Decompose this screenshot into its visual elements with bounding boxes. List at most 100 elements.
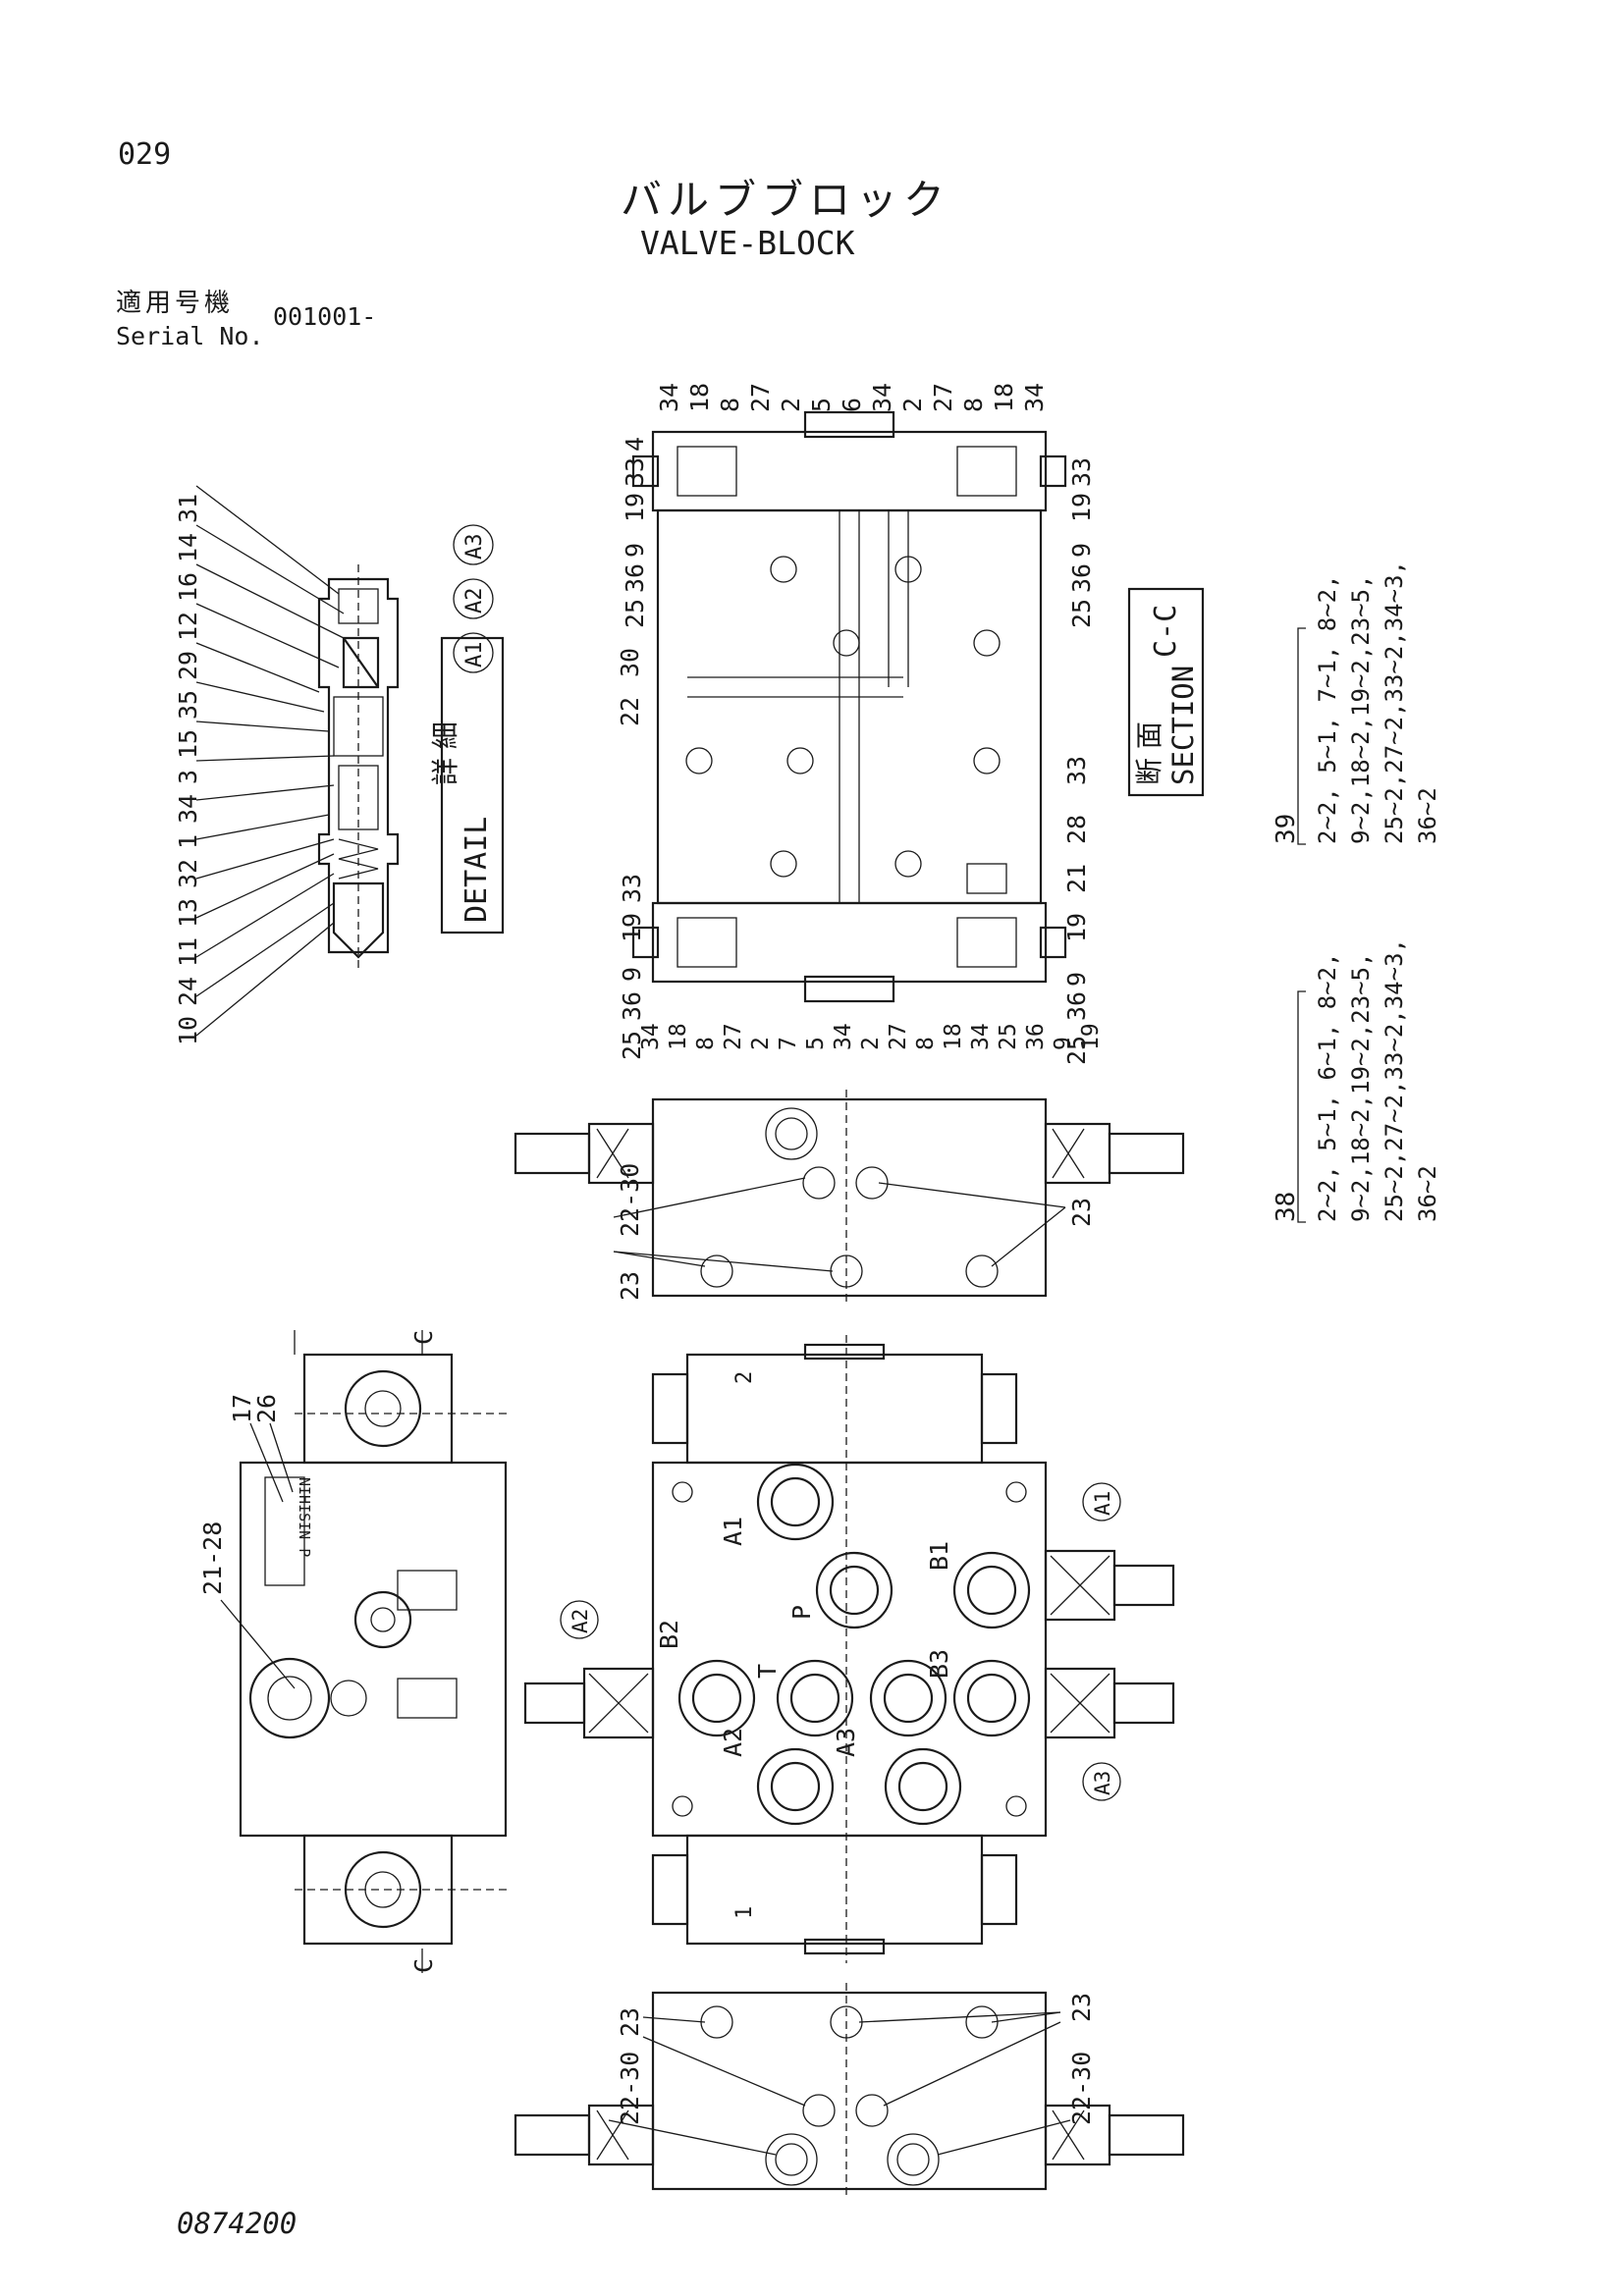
- section-view: [631, 410, 1205, 1003]
- port-label: B2: [655, 1620, 683, 1649]
- section-callout: 18: [666, 1023, 691, 1050]
- section-callout: 5: [807, 398, 836, 412]
- front-ref-circle: [560, 1600, 599, 1639]
- port-label: P: [787, 1605, 816, 1620]
- section-callout: 27: [929, 383, 957, 412]
- kit-line: 36~2: [1414, 1165, 1441, 1222]
- section-callout: 22: [616, 697, 644, 726]
- section-callout: 9: [1062, 972, 1091, 987]
- section-callout: 33: [1067, 457, 1096, 487]
- kit-id: 38: [1272, 1192, 1301, 1222]
- kit-id: 39: [1272, 814, 1301, 844]
- detail-ref: A2: [462, 588, 487, 614]
- detail-ref-circle: [453, 632, 494, 673]
- front-ref-circle: [1082, 1482, 1121, 1522]
- port-label: A2: [719, 1728, 747, 1757]
- detail-callout: 1: [174, 834, 202, 849]
- section-callout: 27: [746, 383, 775, 412]
- section-callout: 25: [1062, 1036, 1091, 1065]
- section-callout: 2: [748, 1037, 774, 1050]
- section-callout: 19: [1062, 913, 1091, 942]
- detail-ref-circle: [453, 524, 494, 565]
- section-callout: 36: [1062, 991, 1091, 1021]
- side-callout: 17: [228, 1394, 256, 1423]
- section-callout: 19: [618, 913, 646, 942]
- port-label: T: [753, 1664, 782, 1679]
- section-callout: 2: [777, 398, 805, 412]
- serial-value: 001001-: [273, 302, 377, 331]
- detail-callout: 3: [174, 770, 202, 784]
- detail-callout: 32: [174, 859, 202, 888]
- kit-line: 9~2,18~2,19~2,23~5,: [1347, 574, 1375, 844]
- top-side-view: [514, 1090, 1185, 1306]
- section-callout: 33: [1062, 756, 1091, 785]
- section-callout: 8: [716, 398, 744, 412]
- section-callout: 19: [1067, 493, 1096, 522]
- section-callout: 34: [968, 1023, 994, 1050]
- side-callout: 23: [616, 1271, 644, 1301]
- bottom-side-view: [514, 1983, 1185, 2199]
- kit-line: 2~2, 5~1, 6~1, 8~2,: [1314, 952, 1341, 1222]
- section-callout: 36: [618, 991, 646, 1021]
- section-callout: 25: [621, 599, 649, 628]
- kit-line: 36~2: [1414, 787, 1441, 844]
- front-ref: A3: [1091, 1771, 1114, 1795]
- page-title: VALVE-BLOCK: [640, 224, 855, 262]
- section-callout: 7: [776, 1037, 801, 1050]
- section-callout: 36: [621, 563, 649, 593]
- section-callout: 25: [996, 1023, 1021, 1050]
- side-callout: 22-30: [616, 1163, 644, 1237]
- section-callout: 8: [913, 1037, 939, 1050]
- section-callout: 33: [618, 874, 646, 903]
- side-callout: 21-28: [198, 1522, 227, 1595]
- section-callout: 9: [621, 543, 649, 558]
- section-callout: 8: [959, 398, 988, 412]
- section-callout: 34: [1020, 383, 1049, 412]
- section-callout: 19: [1078, 1023, 1104, 1050]
- front-ref-circle: [1082, 1762, 1121, 1801]
- detail-callout: 15: [174, 729, 202, 759]
- section-id: C-C: [1149, 605, 1183, 658]
- section-callout: 9: [618, 967, 646, 982]
- detail-callout: 34: [174, 794, 202, 824]
- detail-callout: 10: [174, 1016, 202, 1045]
- detail-callout: 35: [174, 690, 202, 720]
- detail-callout: 13: [174, 898, 202, 928]
- page-number: 029: [118, 137, 172, 172]
- section-callout: 18: [685, 383, 714, 412]
- section-callout: 27: [721, 1023, 746, 1050]
- side-callout: 26: [252, 1394, 281, 1423]
- side-callout: 22-30: [1067, 2052, 1096, 2125]
- detail-ref: A1: [462, 642, 487, 668]
- kit-line: 25~2,27~2,33~2,34~3,: [1380, 938, 1408, 1222]
- section-callout: 18: [990, 383, 1018, 412]
- section-callout: 4: [621, 437, 649, 452]
- detail-label: DETAIL: [460, 817, 494, 923]
- serial-label: Serial No.: [116, 322, 264, 350]
- detail-callout: 14: [174, 533, 202, 562]
- detail-callout: 24: [174, 977, 202, 1006]
- section-callout: 36: [1067, 563, 1096, 593]
- kit-line: 2~2, 5~1, 7~1, 8~2,: [1314, 574, 1341, 844]
- section-callout: 2: [858, 1037, 884, 1050]
- cut-mark: C: [409, 1330, 438, 1345]
- section-callout: 34: [831, 1023, 856, 1050]
- detail-ref-circle: [453, 578, 494, 619]
- left-side-view: [220, 1330, 511, 1973]
- front-view: [523, 1335, 1175, 1963]
- section-callout: 21: [1062, 864, 1091, 893]
- section-callout: 25: [1067, 599, 1096, 628]
- section-callout: 6: [838, 398, 866, 412]
- serial-label-japanese: 適用号機: [116, 289, 235, 318]
- front-ref: A1: [1091, 1491, 1114, 1516]
- side-callout: 23: [616, 2007, 644, 2037]
- section-callout: 34: [638, 1023, 664, 1050]
- section-callout: 34: [655, 383, 683, 412]
- side-callout: 22-30: [616, 2052, 644, 2125]
- part-mark: 1: [732, 1906, 757, 1919]
- front-ref: A2: [568, 1609, 592, 1633]
- side-view-callouts: 22-3023232322-302322-30172621-28CCNIHISI…: [198, 1163, 1096, 2125]
